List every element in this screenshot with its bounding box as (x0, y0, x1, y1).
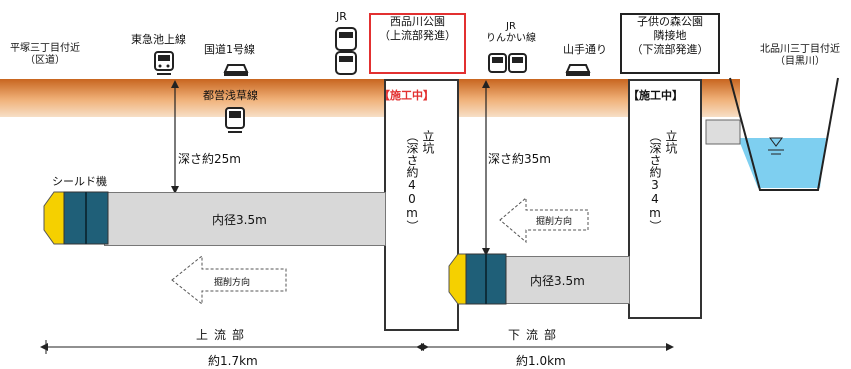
length-upstream: 約1.7km (208, 354, 258, 368)
train-icon (154, 51, 174, 75)
label-hiratsuka: 平塚三丁目付近 （区道） (10, 43, 80, 66)
depth-upstream: 深さ約25m (178, 152, 241, 166)
status-downstream: 【施工中】 (628, 89, 683, 102)
ground-layer (0, 79, 740, 117)
section-upstream: 上流部 (196, 328, 251, 342)
length-downstream: 約1.0km (516, 354, 566, 368)
downstream-diameter: 内径3.5m (530, 274, 585, 288)
shield-machine-upstream (43, 191, 109, 245)
jr-train-icon (335, 27, 357, 75)
section-downstream: 下流部 (508, 328, 563, 342)
dig-direction-label-2: 掘削方向 (214, 278, 251, 288)
shield-label: シールド機 (52, 175, 107, 188)
dig-direction-arrow-2 (171, 254, 287, 306)
depth-downstream: 深さ約35m (488, 152, 551, 166)
rinkai-train-icon (488, 53, 527, 73)
label-jr-rinkai: JR りんかい線 (486, 21, 536, 44)
label-yamate: 山手通り (563, 43, 607, 56)
shield-machine-downstream (448, 253, 507, 305)
car-icon-yamate (565, 64, 591, 76)
label-kokudo: 国道1号線 (204, 43, 255, 56)
status-upstream: 【施工中】 (379, 89, 434, 102)
depth-arrow-downstream (482, 80, 490, 256)
subway-icon (225, 107, 245, 133)
river-water (738, 138, 826, 188)
river-channel (705, 77, 839, 191)
water-level-icon (769, 137, 783, 147)
upstream-diameter: 内径3.5m (212, 213, 267, 227)
river-wall (729, 77, 839, 191)
dig-direction-arrow-1 (499, 196, 589, 244)
dig-direction-label-1: 掘削方向 (536, 217, 573, 227)
downstream-tunnel (505, 256, 630, 304)
depth-arrow-upstream (171, 80, 179, 194)
car-icon (223, 64, 249, 76)
label-jr: JR (336, 10, 347, 23)
distance-arrow-downstream (416, 343, 674, 351)
downstream-start-box: 子供の森公園 隣接地 （下流部発進） (620, 13, 720, 74)
label-kitashinagawa: 北品川三丁目付近 （目黒川） (760, 44, 840, 67)
upstream-start-box: 西品川公園 （上流部発進） (369, 13, 466, 74)
label-tokyu: 東急池上線 (131, 33, 186, 46)
downstream-shaft-label: 立坑 （深さ約34m） (648, 130, 678, 232)
outlet-pipe (705, 119, 741, 145)
downstream-shaft (628, 79, 702, 319)
upstream-shaft-label: 立坑 （深さ約40m） (405, 130, 435, 232)
label-toei: 都営浅草線 (203, 89, 258, 102)
